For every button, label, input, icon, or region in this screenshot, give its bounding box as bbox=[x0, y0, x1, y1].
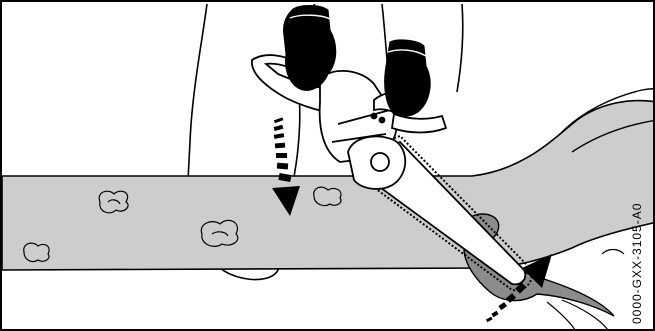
reference-code: 0000-GXX-3105-A0 bbox=[630, 203, 644, 324]
